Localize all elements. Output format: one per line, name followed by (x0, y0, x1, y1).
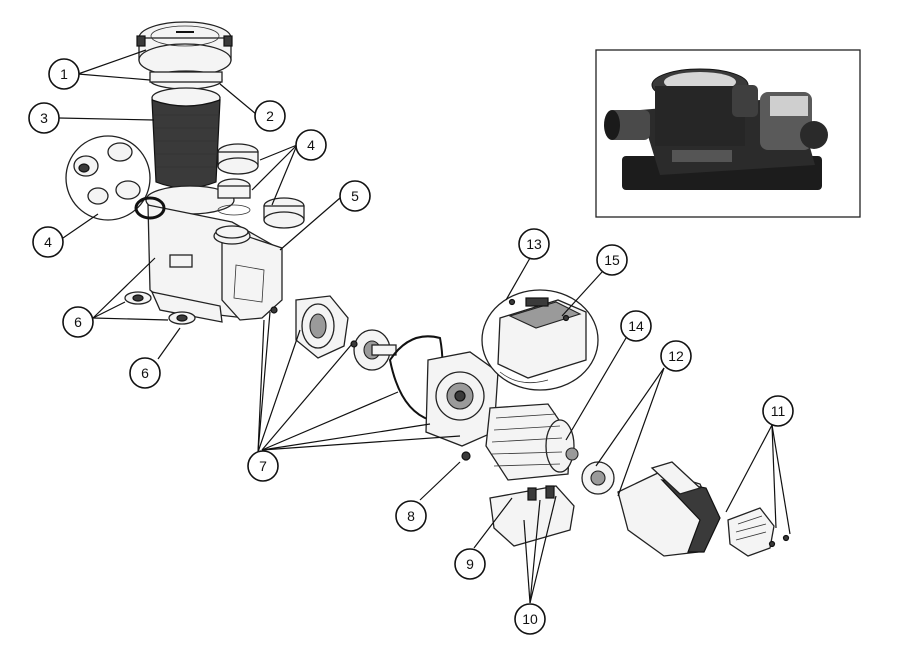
callout-3: 3 (28, 102, 60, 134)
svg-text:7: 7 (259, 458, 267, 474)
svg-text:6: 6 (141, 365, 149, 381)
assembled-pump-inset (595, 49, 861, 218)
svg-text:5: 5 (351, 188, 359, 204)
svg-text:6: 6 (74, 314, 82, 330)
callout-6-left: 6 (62, 306, 94, 338)
motor-base (489, 485, 575, 547)
callout-4-detail: 4 (32, 226, 64, 258)
svg-text:8: 8 (407, 508, 415, 524)
diffuser (295, 295, 349, 359)
motor-fan (581, 461, 615, 495)
controller-detail-circle (481, 289, 599, 391)
callout-5: 5 (339, 180, 371, 212)
svg-text:13: 13 (526, 236, 542, 252)
callout-4-fittings: 4 (295, 129, 327, 161)
callout-2: 2 (254, 100, 286, 132)
drain-plugs (124, 291, 196, 325)
callout-11: 11 (762, 395, 794, 427)
lid-ring (149, 70, 223, 90)
callout-15: 15 (596, 244, 628, 276)
strainer-lid (136, 21, 233, 77)
fan-cover (617, 461, 721, 557)
seal-plate (425, 351, 499, 447)
svg-text:3: 3 (40, 110, 48, 126)
callout-7: 7 (247, 450, 279, 482)
svg-text:10: 10 (522, 611, 538, 627)
svg-text:11: 11 (771, 403, 786, 419)
svg-text:2: 2 (266, 108, 274, 124)
union-detail-circle (65, 135, 151, 221)
callout-8: 8 (395, 500, 427, 532)
callout-13: 13 (518, 228, 550, 260)
svg-text:9: 9 (466, 556, 474, 572)
svg-text:12: 12 (668, 348, 684, 364)
callout-14: 14 (620, 310, 652, 342)
svg-text:14: 14 (628, 318, 644, 334)
impeller (353, 329, 397, 371)
housing-o-ring (134, 196, 166, 220)
svg-text:15: 15 (604, 252, 620, 268)
svg-text:4: 4 (307, 137, 315, 153)
strainer-basket (151, 87, 221, 189)
callout-12: 12 (660, 340, 692, 372)
callout-1: 1 (48, 58, 80, 90)
union-fittings (215, 143, 305, 239)
leader-lines (58, 49, 791, 604)
housing-bolts (270, 306, 471, 461)
motor (485, 403, 579, 481)
callout-9: 9 (454, 548, 486, 580)
svg-text:4: 4 (44, 234, 52, 250)
svg-text:1: 1 (60, 66, 68, 82)
end-cap (727, 507, 790, 557)
callout-6-lower: 6 (129, 357, 161, 389)
callout-10: 10 (514, 603, 546, 635)
pump-housing (145, 185, 283, 323)
